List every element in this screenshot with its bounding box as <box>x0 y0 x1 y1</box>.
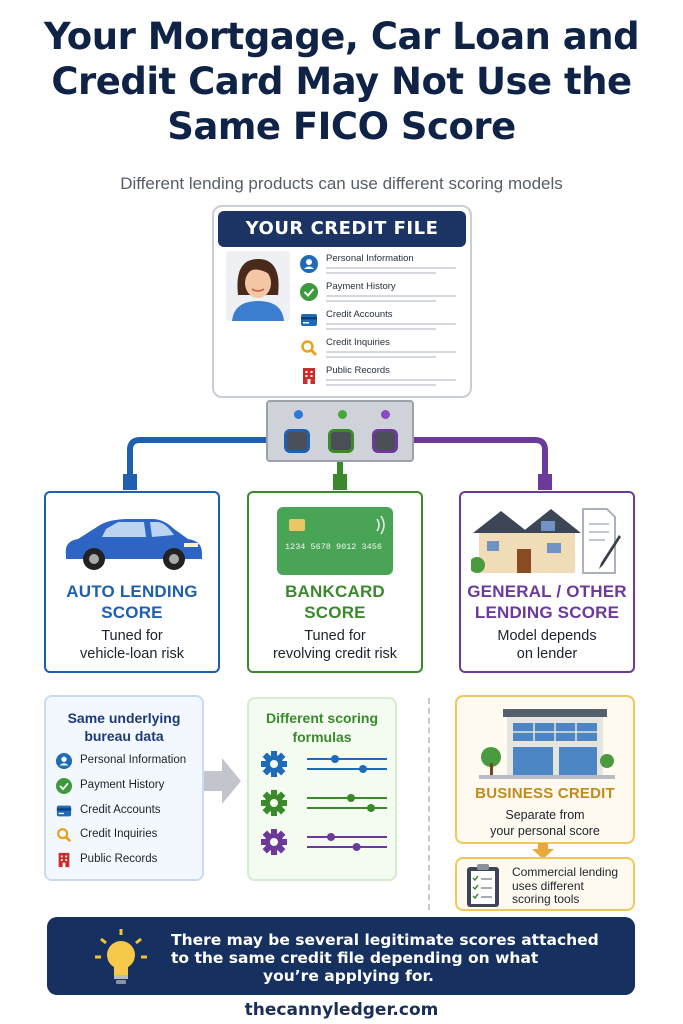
magnifier-icon <box>301 340 318 357</box>
person-icon <box>56 753 72 769</box>
score-description: Model depends on lender <box>497 628 597 662</box>
credit-file-item-label: Personal Information <box>326 253 414 264</box>
commercial-lending-text: Commercial lending uses different scorin… <box>512 865 619 906</box>
business-credit-title: BUSINESS CREDIT <box>475 785 615 802</box>
credit-file-items: Personal Information Payment History Cre… <box>300 251 460 391</box>
auto-lending-score-card: AUTO LENDING SCORE Tuned for vehicle-loa… <box>44 491 220 673</box>
score-description: Tuned for revolving credit risk <box>272 628 398 662</box>
credit-card-icon <box>301 314 317 326</box>
checkmark-icon <box>300 283 318 301</box>
person-icon <box>300 255 318 273</box>
bureau-title: Same underlying bureau data <box>67 710 181 744</box>
section-divider <box>428 698 430 910</box>
blue-led-icon <box>294 410 303 419</box>
credit-file-item-label: Credit Accounts <box>326 309 393 320</box>
card-number: 1234 5678 9012 3456 <box>285 542 382 552</box>
credit-file-item-inquiries: Credit Inquiries <box>300 335 460 363</box>
bureau-item-inquiries: Credit Inquiries <box>56 825 202 845</box>
lightbulb-icon <box>95 929 147 984</box>
footer-site[interactable]: thecannyledger.com <box>244 1000 439 1020</box>
clipboard-checklist-icon <box>467 864 499 907</box>
takeaway-banner: There may be several legitimate scores a… <box>47 917 635 995</box>
building-icon <box>303 368 315 384</box>
checkmark-icon <box>56 778 72 794</box>
formulas-title: Different scoring formulas <box>265 710 378 745</box>
takeaway-text: There may be several legitimate scores a… <box>171 931 599 985</box>
credit-file-item-payment: Payment History <box>300 279 460 307</box>
purple-port <box>372 429 398 453</box>
bankcard-score-card: 1234 5678 9012 3456 BANKCARD SCORE Tuned… <box>247 491 423 673</box>
blue-port <box>284 429 310 453</box>
commercial-lending-box: Commercial lending uses different scorin… <box>455 857 635 911</box>
business-credit-description: Separate from your personal score <box>490 808 600 838</box>
magnifier-icon <box>57 828 72 843</box>
score-name: GENERAL / OTHER LENDING SCORE <box>467 582 627 622</box>
bureau-item-personal: Personal Information <box>56 751 202 771</box>
green-port <box>328 429 354 453</box>
bureau-item-payment: Payment History <box>56 776 202 796</box>
gear-icon <box>261 829 287 855</box>
green-led-icon <box>338 410 347 419</box>
slider-knob <box>347 794 355 802</box>
office-building-icon <box>479 709 615 779</box>
slider-knob <box>331 755 339 763</box>
credit-file-item-label: Public Records <box>326 365 390 376</box>
credit-file-card: YOUR CREDIT FILE Personal Information Pa… <box>212 205 472 398</box>
slider-knob <box>359 765 367 773</box>
credit-card-icon: 1234 5678 9012 3456 <box>277 507 393 575</box>
credit-file-title: YOUR CREDIT FILE <box>218 211 466 247</box>
building-icon <box>58 852 70 868</box>
down-arrow-icon <box>532 843 554 859</box>
purple-led-icon <box>381 410 390 419</box>
general-lending-score-card: GENERAL / OTHER LENDING SCORE Model depe… <box>459 491 635 673</box>
bureau-data-box: Same underlying bureau data Personal Inf… <box>44 695 204 881</box>
slider-knob <box>367 804 375 812</box>
credit-file-item-personal: Personal Information <box>300 251 460 279</box>
formula-sliders <box>261 751 387 855</box>
score-description: Tuned for vehicle-loan risk <box>80 628 184 662</box>
credit-file-item-label: Payment History <box>326 281 396 292</box>
credit-file-item-records: Public Records <box>300 363 460 391</box>
scoring-formulas-box: Different scoring formulas <box>247 697 397 881</box>
connector-hub <box>266 400 414 462</box>
business-credit-box: BUSINESS CREDIT Separate from your perso… <box>455 695 635 844</box>
person-avatar <box>226 251 290 321</box>
page-title: Your Mortgage, Car Loan and Credit Card … <box>43 15 640 148</box>
slider-knob <box>352 843 361 851</box>
credit-file-item-label: Credit Inquiries <box>326 337 390 348</box>
car-icon <box>65 519 202 570</box>
right-arrow-icon <box>204 758 241 804</box>
house-icon <box>471 508 621 574</box>
bureau-item-accounts: Credit Accounts <box>56 801 202 821</box>
page-subtitle: Different lending products can use diffe… <box>120 174 563 193</box>
gear-icon <box>261 751 287 777</box>
credit-card-icon <box>56 805 72 817</box>
slider-knob <box>327 833 335 841</box>
score-name: BANKCARD SCORE <box>285 582 385 622</box>
bureau-item-records: Public Records <box>56 850 202 870</box>
credit-file-item-accounts: Credit Accounts <box>300 307 460 335</box>
score-name: AUTO LENDING SCORE <box>66 582 198 622</box>
gear-icon <box>261 790 287 816</box>
